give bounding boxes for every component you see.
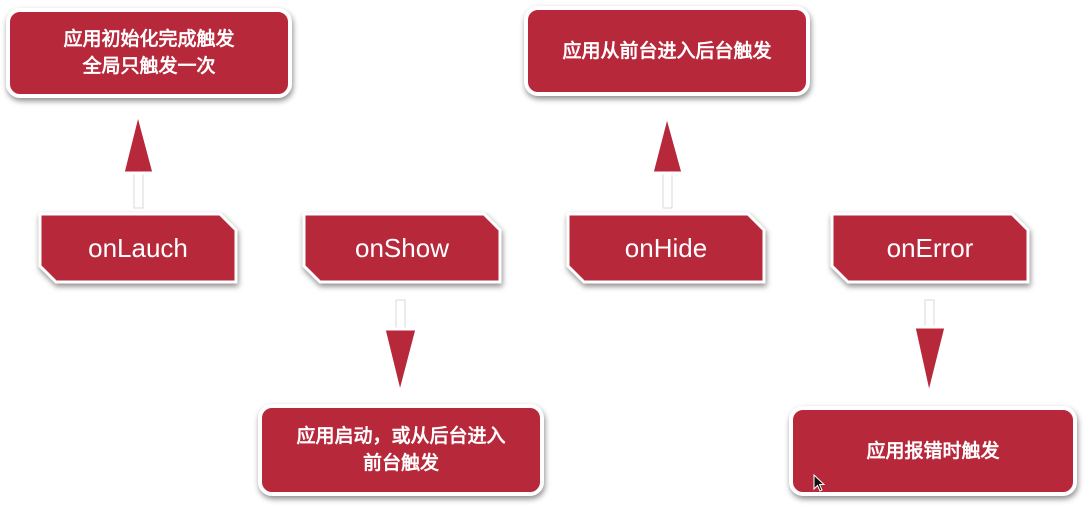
node-onlauch: onLauch xyxy=(38,212,238,284)
node-onhide-shape xyxy=(566,212,766,284)
node-onhide: onHide xyxy=(566,212,766,284)
node-onerror-shape xyxy=(830,212,1030,284)
onhide-description-box: 应用从前台进入后台触发 xyxy=(524,6,810,96)
node-onerror: onError xyxy=(830,212,1030,284)
arrow-onlauch-up xyxy=(121,111,156,209)
node-onhide-label: onHide xyxy=(624,232,708,263)
node-onerror-label: onError xyxy=(886,232,974,263)
node-onlauch-shape xyxy=(38,212,238,284)
onshow-description-text: 应用启动，或从后台进入 前台触发 xyxy=(296,425,506,474)
node-onshow: onShow xyxy=(302,212,502,284)
arrow-onerror-down xyxy=(912,299,948,397)
mouse-pointer-icon xyxy=(813,474,825,492)
onerror-description-box: 应用报错时触发 xyxy=(789,406,1077,496)
onlauch-description-box: 应用初始化完成触发 全局只触发一次 xyxy=(6,8,292,98)
arrow-onshow-down xyxy=(382,299,419,396)
onshow-description-box: 应用启动，或从后台进入 前台触发 xyxy=(258,404,544,496)
arrow-onhide-up xyxy=(650,113,685,209)
node-onlauch-label: onLauch xyxy=(88,232,188,263)
node-onshow-label: onShow xyxy=(355,232,449,263)
onhide-description-text: 应用从前台进入后台触发 xyxy=(562,39,772,62)
onerror-description-text: 应用报错时触发 xyxy=(866,439,1000,462)
onlauch-description-text: 应用初始化完成触发 全局只触发一次 xyxy=(63,28,235,77)
node-onshow-shape xyxy=(302,212,502,284)
